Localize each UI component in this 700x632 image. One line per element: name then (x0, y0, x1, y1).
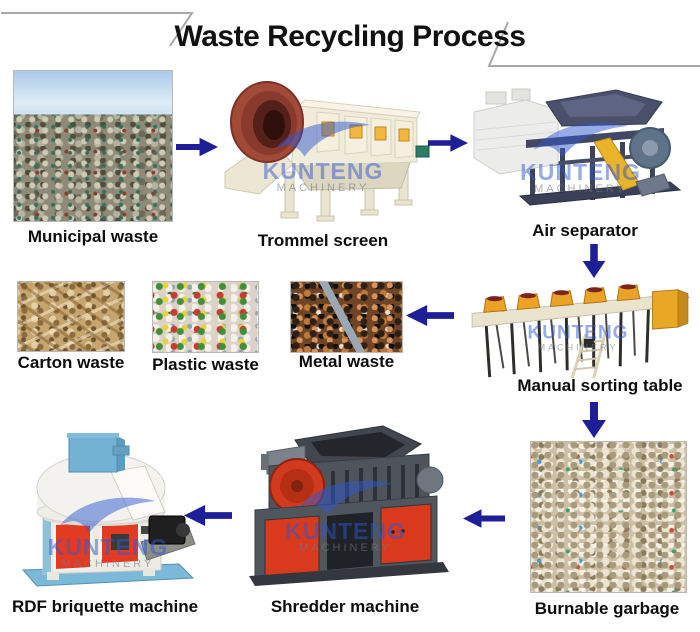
label-rdf-briquette-machine: RDF briquette machine (11, 597, 199, 616)
carton-waste-photo (17, 281, 125, 352)
label-metal-waste: Metal waste (298, 352, 395, 371)
plastic-waste-photo (152, 281, 259, 353)
air-separator-image: KUNTENG MACHINERY (468, 84, 693, 214)
rdf-briquette-machine-image: KUNTENG MACHINERY (13, 430, 203, 594)
arrow-down-icon (579, 402, 609, 438)
burnable-garbage-photo (530, 441, 687, 593)
label-municipal-waste: Municipal waste (27, 227, 159, 246)
metal-waste-photo (290, 281, 403, 353)
arrow-right-icon (176, 134, 218, 160)
arrow-right-icon (428, 130, 468, 156)
page-title: Waste Recycling Process (174, 20, 526, 53)
trommel-legs (280, 163, 413, 222)
label-plastic-waste: Plastic waste (152, 355, 259, 374)
shredder-machine-image: KUNTENG MACHINERY (233, 424, 458, 587)
label-air-separator: Air separator (532, 221, 638, 240)
manual-sorting-table-image: KUNTENG MACHINERY (458, 280, 698, 383)
title-banner-decoration (1, 12, 700, 67)
label-trommel-screen: Trommel screen (257, 231, 389, 250)
label-manual-sorting-table: Manual sorting table (517, 376, 683, 395)
arrow-left-icon (406, 302, 454, 329)
arrow-down-icon (579, 244, 609, 278)
label-shredder-machine: Shredder machine (270, 597, 420, 616)
label-carton-waste: Carton waste (17, 353, 125, 372)
label-burnable-garbage: Burnable garbage (534, 599, 680, 618)
arrow-left-icon (463, 505, 505, 532)
trommel-screen-image: KUNTENG MACHINERY (213, 72, 433, 222)
arrow-left-icon (184, 502, 232, 529)
municipal-waste-photo (13, 70, 173, 222)
